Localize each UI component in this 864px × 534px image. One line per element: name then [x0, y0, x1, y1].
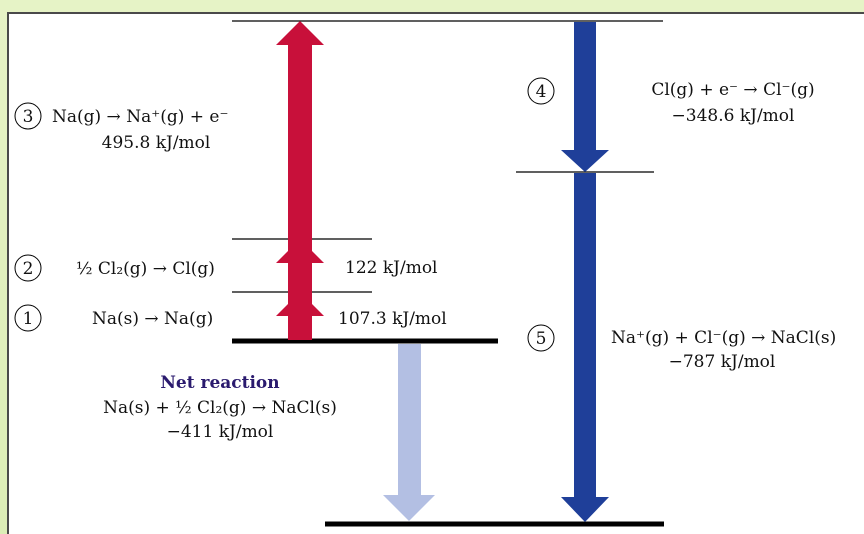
step-num-5: 5	[536, 329, 547, 349]
reaction-step-4: Cl(g) + e⁻ → Cl⁻(g)	[651, 80, 814, 100]
arrow-step-2	[276, 239, 324, 290]
energy-step-4: −348.6 kJ/mol	[672, 106, 795, 126]
reaction-step-2: ½ Cl₂(g) → Cl(g)	[76, 259, 215, 279]
step-num-3: 3	[23, 107, 34, 127]
arrow-step-5	[561, 173, 609, 522]
step-circle-1	[14, 304, 42, 332]
net-reaction-title: Net reaction	[160, 373, 279, 393]
step-circle-4	[527, 77, 555, 105]
arrow-step-4	[561, 22, 609, 172]
reaction-step-3: Na(g) → Na⁺(g) + e⁻	[52, 107, 228, 127]
reaction-step-5: Na⁺(g) + Cl⁻(g) → NaCl(s)	[611, 328, 836, 348]
step-circle-3	[14, 102, 42, 130]
step-circle-5	[527, 324, 555, 352]
reaction-step-1: Na(s) → Na(g)	[92, 309, 213, 329]
step-num-4: 4	[536, 82, 547, 102]
arrow-net	[383, 344, 435, 521]
step-num-1: 1	[23, 309, 34, 329]
arrow-step-1	[276, 292, 324, 339]
step-circle-2	[14, 254, 42, 282]
energy-step-3: 495.8 kJ/mol	[102, 133, 211, 153]
energy-step-2: 122 kJ/mol	[345, 258, 438, 278]
energy-step-1: 107.3 kJ/mol	[338, 309, 447, 329]
diagram-frame	[7, 12, 864, 534]
step-num-2: 2	[23, 259, 34, 279]
net-reaction-energy: −411 kJ/mol	[167, 422, 274, 442]
net-reaction-equation: Na(s) + ½ Cl₂(g) → NaCl(s)	[103, 398, 337, 418]
energy-step-5: −787 kJ/mol	[669, 352, 776, 372]
